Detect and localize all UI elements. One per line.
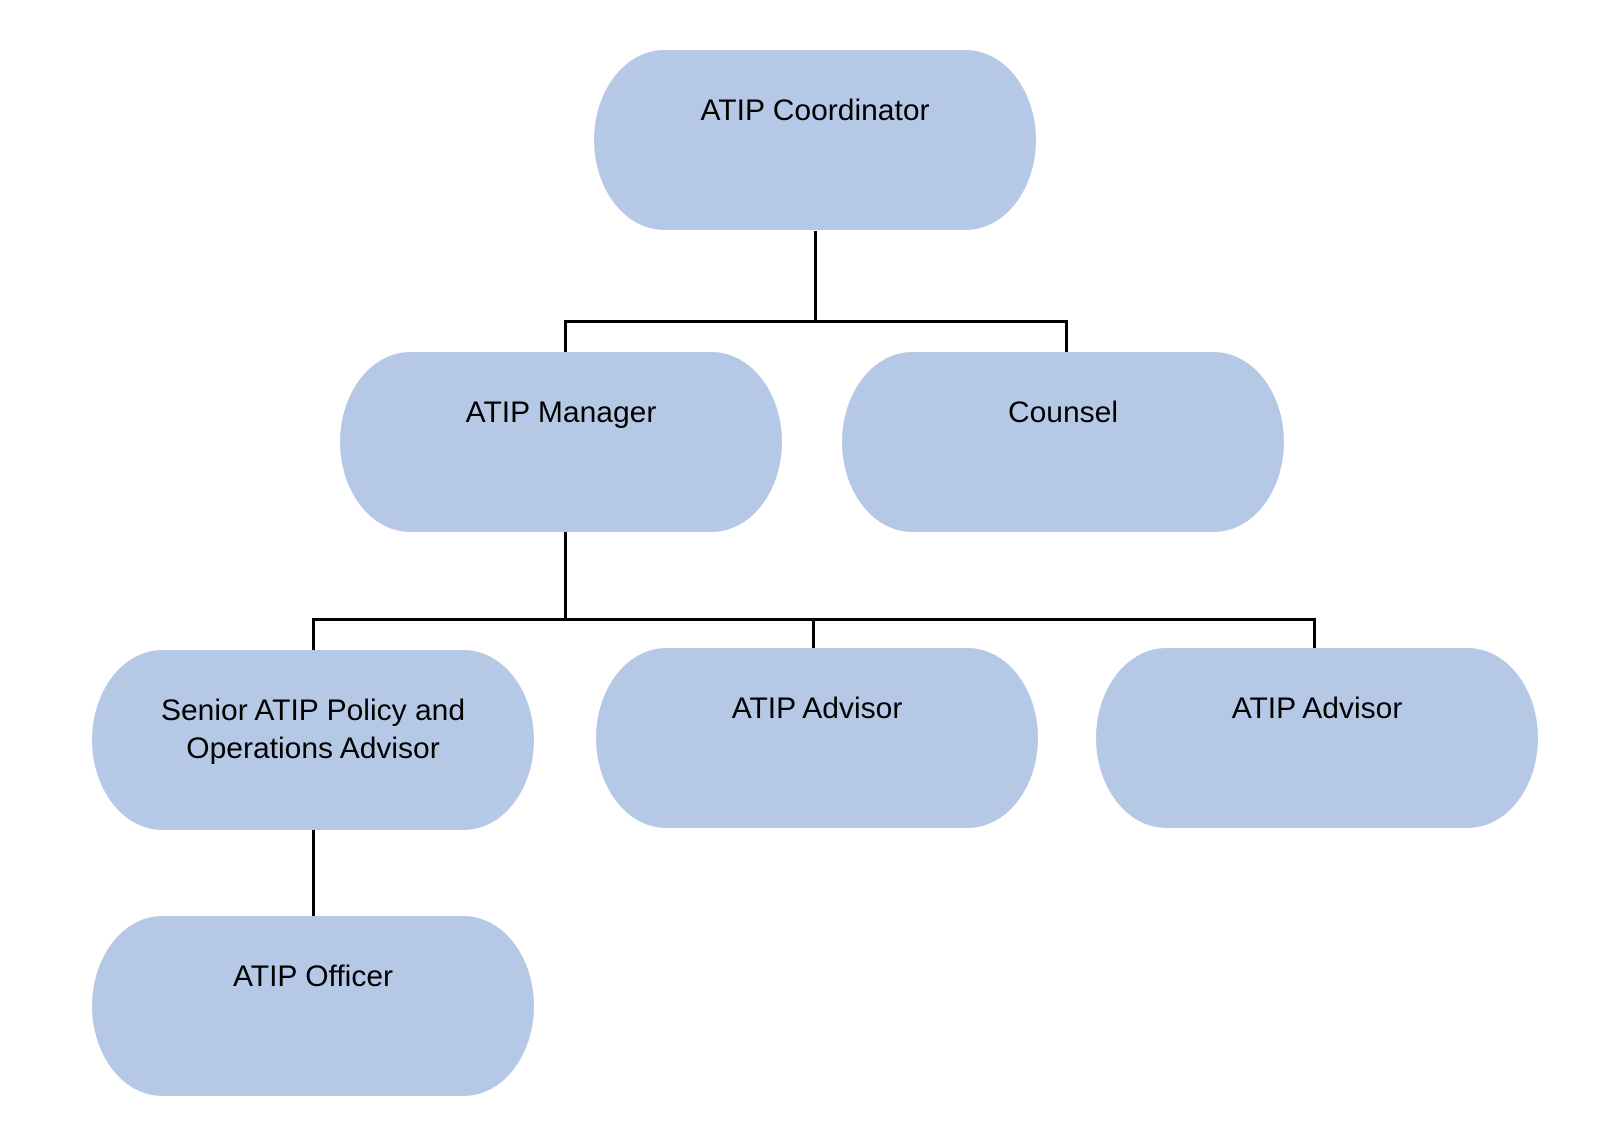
node-atip-advisor-2: ATIP Advisor (1096, 648, 1538, 828)
node-label: ATIP Advisor (1231, 692, 1403, 725)
node-atip-manager: ATIP Manager (340, 352, 782, 532)
connector-level2-bar (564, 320, 1068, 323)
node-label: Counsel (1007, 396, 1119, 429)
node-label: Senior ATIP Policy and Operations Adviso… (160, 694, 466, 765)
node-label: ATIP Officer (232, 960, 394, 993)
connector-to-manager (564, 320, 567, 352)
connector-to-senior-advisor (312, 618, 315, 650)
connector-to-advisor-2 (1313, 618, 1316, 648)
connector-coordinator-trunk (814, 231, 817, 322)
node-atip-advisor-1: ATIP Advisor (596, 648, 1038, 828)
connector-to-advisor-1 (812, 618, 815, 648)
connector-to-counsel (1065, 320, 1068, 352)
connector-manager-trunk (564, 530, 567, 620)
node-label: ATIP Manager (465, 396, 657, 429)
node-label: ATIP Advisor (731, 692, 903, 725)
node-counsel: Counsel (842, 352, 1284, 532)
node-atip-officer: ATIP Officer (92, 916, 534, 1096)
node-label: ATIP Coordinator (700, 94, 930, 127)
connector-to-officer (312, 828, 315, 916)
node-senior-atip-policy-operations-advisor: Senior ATIP Policy and Operations Adviso… (92, 650, 534, 830)
node-atip-coordinator: ATIP Coordinator (594, 50, 1036, 230)
